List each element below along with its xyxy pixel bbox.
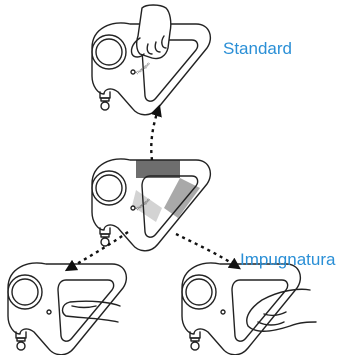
label-standard: Standard xyxy=(223,39,292,58)
device-standard: Theragun xyxy=(91,4,211,116)
device-bottom-right xyxy=(181,262,317,355)
arrow-to-right-grip xyxy=(175,232,241,270)
arrow-to-standard xyxy=(150,104,162,161)
zone-right-handle xyxy=(164,178,200,218)
zone-left-handle xyxy=(132,190,162,222)
device-zones: Theragun xyxy=(91,158,211,252)
zone-top-handle xyxy=(136,160,180,178)
arrow-to-left-grip xyxy=(64,231,129,272)
label-grip: Impugnatura xyxy=(240,250,336,269)
device-bottom-left xyxy=(7,262,127,355)
